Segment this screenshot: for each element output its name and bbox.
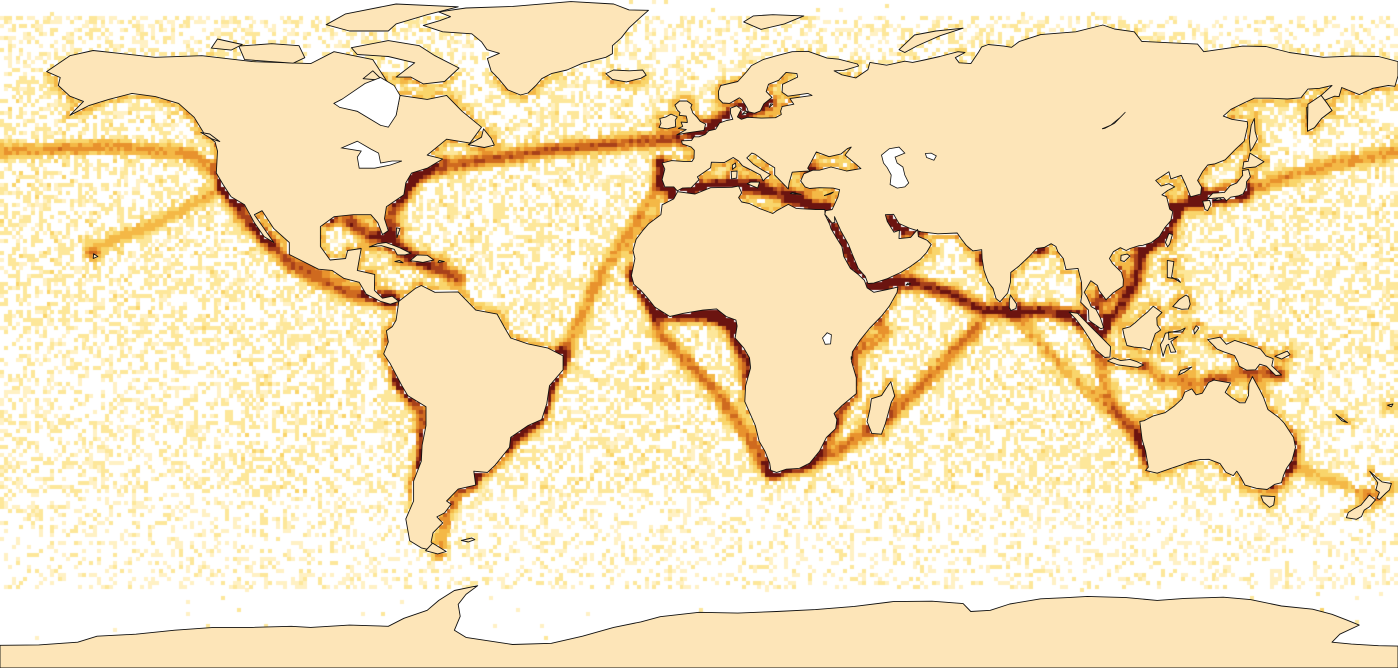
land-hispaniola xyxy=(409,254,435,263)
land-southampton-island xyxy=(362,70,383,81)
water-great-lakes xyxy=(340,140,403,169)
land-sumatra xyxy=(1068,311,1112,358)
water-aral-sea xyxy=(924,152,937,161)
land-victoria-island xyxy=(238,43,306,64)
land-kyushu-shikoku xyxy=(1212,197,1223,202)
land-cyprus xyxy=(823,191,834,197)
water-lake-victoria xyxy=(822,332,832,345)
land-hawaii xyxy=(92,253,99,259)
land-greater-sunda-timor xyxy=(1178,366,1193,376)
land-japan-hokkaido xyxy=(1242,152,1265,170)
land-zealand-denmark xyxy=(741,110,749,115)
land-greenland xyxy=(422,1,649,96)
land-baffin-island xyxy=(350,40,460,85)
land-halmahera xyxy=(1193,325,1200,335)
land-crete xyxy=(789,191,802,195)
land-sardinia xyxy=(730,170,738,180)
land-new-zealand-south xyxy=(1345,494,1376,520)
land-eurasia xyxy=(661,24,1398,330)
water-hudson-bay xyxy=(333,77,401,128)
water-lake-baikal xyxy=(1101,111,1126,130)
land-north-america xyxy=(46,50,482,305)
land-new-zealand-north xyxy=(1369,470,1392,500)
land-jamaica xyxy=(394,259,404,264)
land-puerto-rico xyxy=(437,259,445,263)
land-zanzibar xyxy=(850,356,853,360)
land-ireland xyxy=(658,113,678,130)
land-south-america xyxy=(383,285,564,553)
land-banks-island xyxy=(210,38,243,51)
land-philippines-luzon xyxy=(1166,259,1181,283)
land-japan-kyushu xyxy=(1202,199,1212,212)
land-tasmania xyxy=(1260,495,1276,508)
land-sakhalin xyxy=(1248,118,1258,152)
land-bahamas xyxy=(396,227,401,239)
land-philippines-mindanao xyxy=(1172,294,1191,310)
land-ellesmere-island xyxy=(325,3,459,32)
land-japan-honshu xyxy=(1206,168,1251,202)
land-great-britain xyxy=(674,100,707,136)
land-sicily xyxy=(746,181,761,189)
water-caspian-sea xyxy=(881,146,910,189)
land-africa xyxy=(630,185,899,473)
land-hainan xyxy=(1120,253,1131,263)
land-new-guinea xyxy=(1207,336,1282,376)
land-borneo xyxy=(1122,305,1163,351)
land-sri-lanka xyxy=(1008,294,1018,311)
land-fiji xyxy=(1387,403,1394,408)
land-gotland xyxy=(768,103,774,108)
land-taiwan xyxy=(1164,232,1173,248)
land-cuba xyxy=(368,242,412,256)
land-tierra-del-fuego xyxy=(425,542,447,555)
land-iceland xyxy=(605,69,647,83)
land-falklands xyxy=(460,537,476,543)
land-newfoundland xyxy=(467,128,495,148)
land-novaya-zemlya xyxy=(898,27,964,53)
land-new-britain xyxy=(1274,350,1291,360)
land-australia xyxy=(1139,376,1296,490)
land-socotra xyxy=(905,282,912,286)
land-new-caledonia xyxy=(1335,413,1348,424)
land-madagascar xyxy=(866,381,896,435)
land-corsica xyxy=(731,162,737,170)
land-vancouver-island xyxy=(200,131,221,143)
land-antarctica xyxy=(0,585,1398,668)
land-java xyxy=(1107,357,1145,368)
land-sulawesi xyxy=(1159,327,1186,357)
land-svalbard xyxy=(743,14,805,30)
land-kamchatka-tip xyxy=(1307,94,1333,132)
